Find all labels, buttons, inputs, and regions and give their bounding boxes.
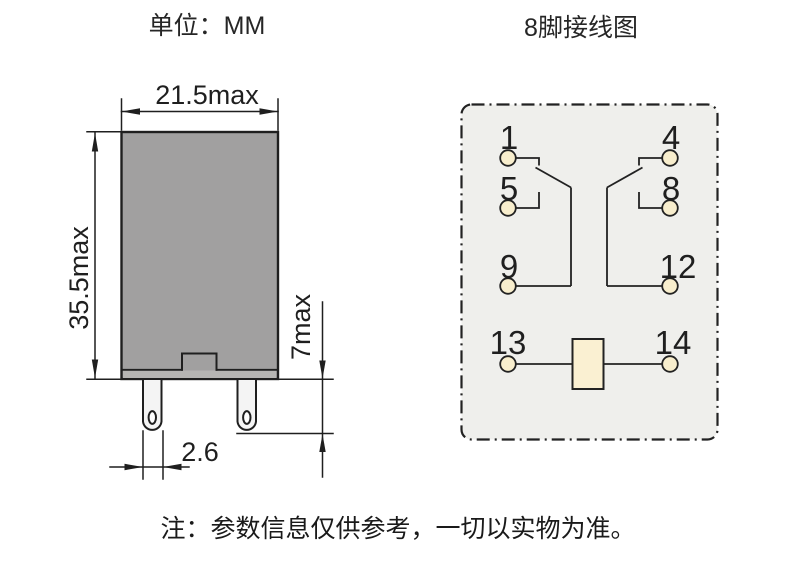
height-arrow-bottom [91,359,99,378]
relay-body [120,130,280,381]
wire-contact-4 [638,157,663,166]
pin-length-arrow-bottom [319,434,326,452]
pin-pitch-dim-label: 2.6 [181,437,219,467]
width-arrow-left [121,108,140,115]
width-dim-label: 21.5max [155,80,259,110]
wire-blade-right [606,166,643,189]
height-dim-label: 35.5max [64,226,94,330]
mounting-notch [181,352,218,371]
width-arrow-right [259,108,278,115]
terminal-label-14: 14 [655,324,692,361]
relay-pin-left-hole [147,410,158,425]
terminal-pin-8 [661,199,679,217]
wire-contact-5 [515,192,540,209]
dimension-drawing: 21.5max 35.5max 7max 2.6 [64,80,334,480]
wire-blade-left [535,166,572,189]
wire-contact-1 [515,157,540,166]
wiring-diagram: 1 4 5 8 9 12 13 14 [460,103,719,441]
height-dimension [86,130,334,381]
terminal-pin-9 [499,277,517,295]
terminal-label-4: 4 [662,119,680,156]
note-text: 注：参数信息仅供参考，一切以实物为准。 [160,515,635,543]
height-arrow-top [91,133,99,152]
pin-length-dim-label: 7max [286,293,316,360]
terminal-label-5: 5 [500,170,518,207]
terminal-label-1: 1 [500,119,518,156]
terminal-pin-12 [661,277,679,295]
wiring-title: 8脚接线图 [524,14,638,42]
coil-symbol [571,338,605,390]
terminal-pin-5 [499,199,517,217]
pin-length-arrow-top [319,360,326,379]
terminal-pin-1 [499,149,517,167]
terminal-label-9: 9 [500,248,518,285]
terminal-pin-13 [499,355,517,373]
wiring-panel [460,103,719,441]
relay-pin-right-hole [242,410,252,425]
terminal-label-13: 13 [490,324,527,361]
pin-pitch-arrow-right [163,463,182,471]
width-dimension [120,98,279,131]
wire-contact-8 [638,192,663,209]
terminal-pin-4 [661,149,679,167]
pin-pitch-arrow-left [124,463,143,471]
pin-length-dimension [236,301,334,478]
terminal-label-12: 12 [660,248,697,285]
unit-title: 单位：MM [149,12,266,40]
terminal-label-8: 8 [662,170,680,207]
pin-pitch-dimension [109,430,190,480]
relay-base-flange [123,370,277,378]
terminal-pin-14 [661,355,679,373]
